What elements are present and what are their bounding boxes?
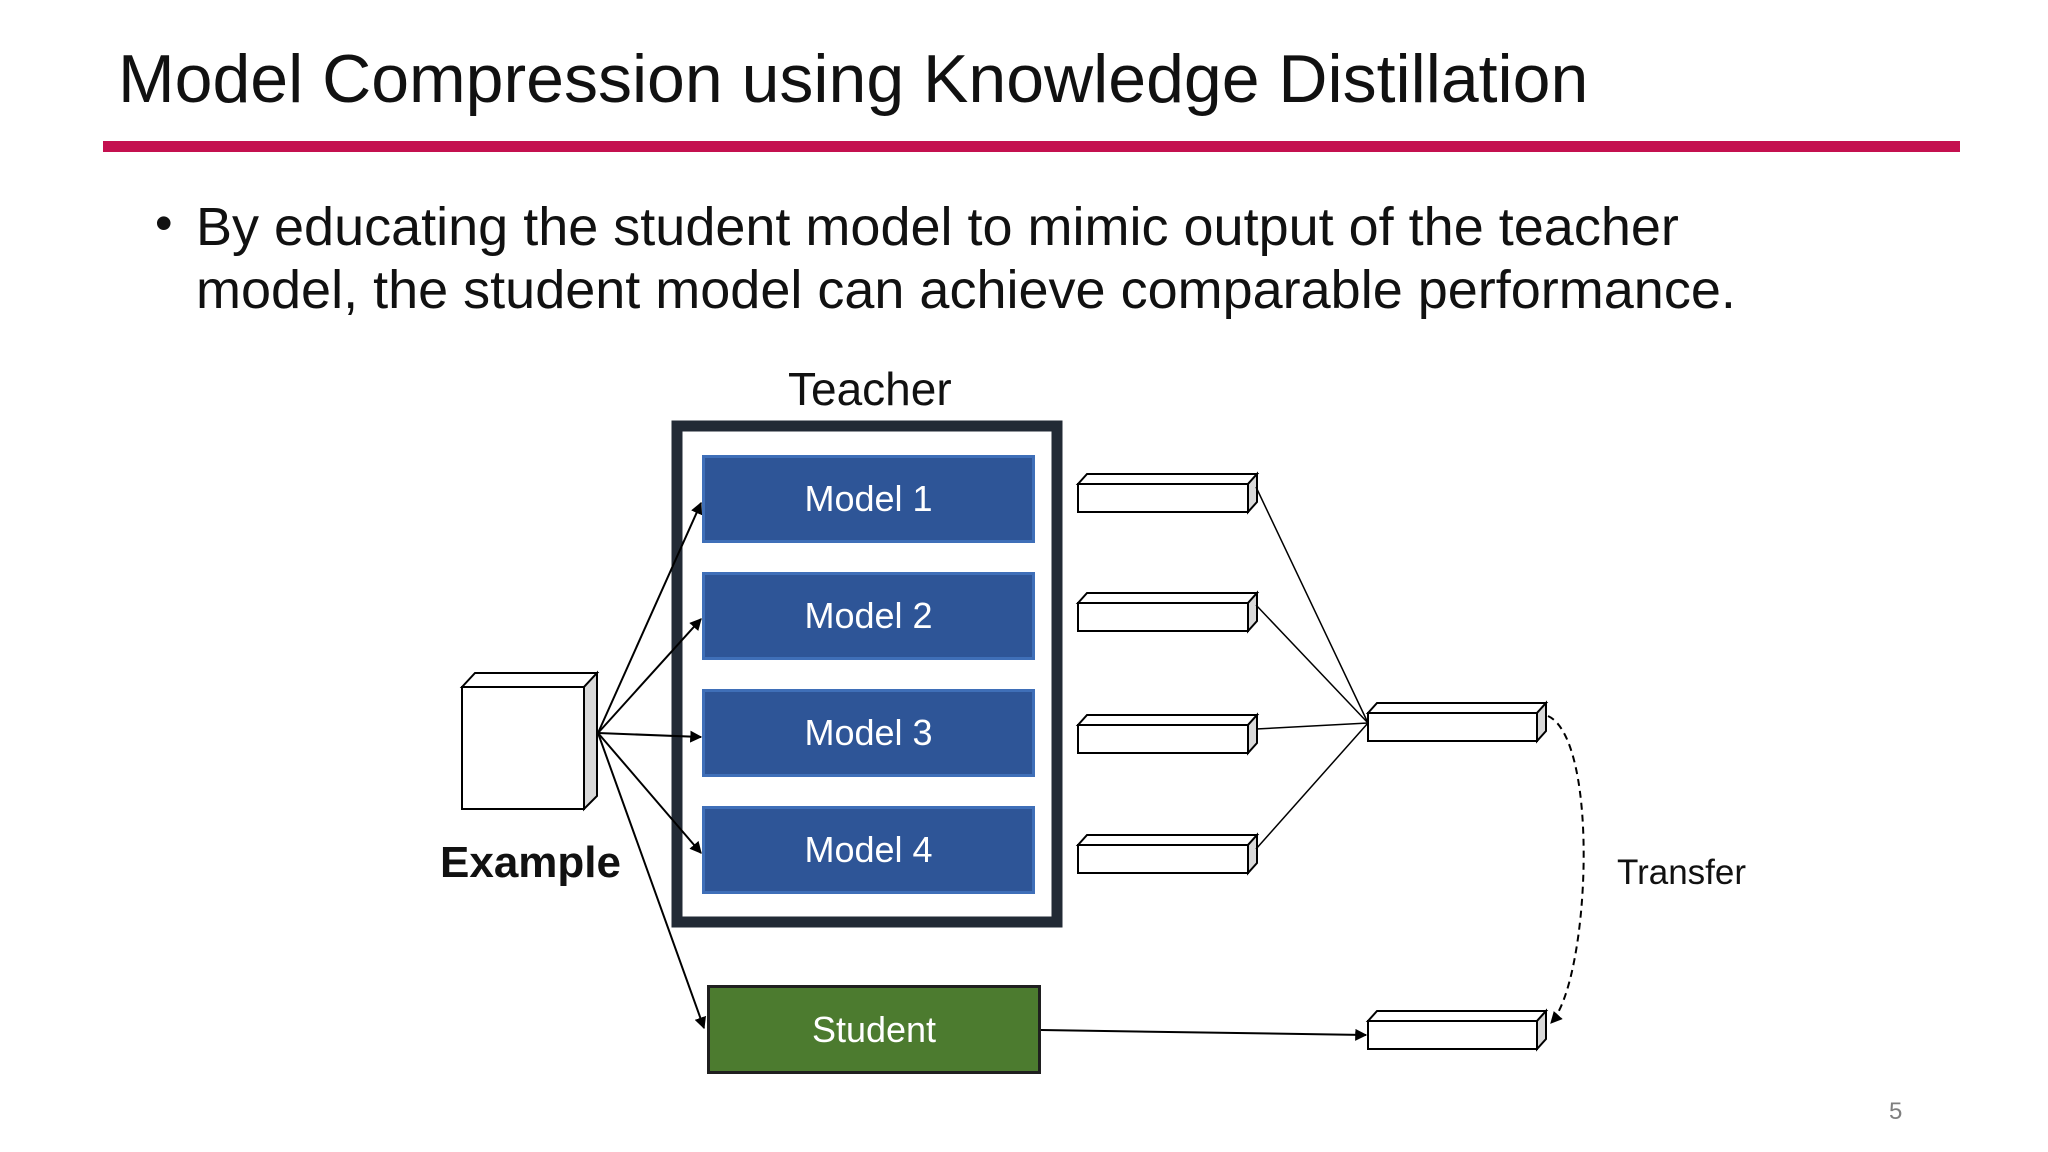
model-box-3: Model 3 (702, 689, 1035, 777)
output-bar-1 (1075, 471, 1260, 515)
ensemble-output-bar (1365, 700, 1549, 744)
example-label: Example (440, 838, 621, 887)
title-underline (103, 141, 1960, 152)
teacher-frame (671, 420, 1063, 928)
model-box-4: Model 4 (702, 806, 1035, 894)
bullet-line-2: model, the student model can achieve com… (196, 260, 1736, 320)
bullet-text: By educating the student model to mimic … (196, 196, 1896, 322)
output-bar-4 (1075, 832, 1260, 876)
page-number: 5 (1889, 1098, 1903, 1125)
bullet-line-1: By educating the student model to mimic … (196, 197, 1679, 257)
student-box: Student (707, 985, 1041, 1074)
student-output-bar (1365, 1008, 1549, 1052)
output-bar-2 (1075, 590, 1260, 634)
teacher-output-bars (1075, 471, 1260, 876)
transfer-label: Transfer (1617, 853, 1747, 892)
example-cube-icon (459, 670, 600, 812)
bullet-icon: • (155, 195, 173, 251)
student-output-arrow (1040, 1028, 1368, 1041)
teacher-label: Teacher (788, 363, 952, 415)
input-arrows (597, 501, 706, 1030)
output-bar-3 (1075, 712, 1260, 756)
model-box-1: Model 1 (702, 455, 1035, 543)
transfer-arrow (1547, 715, 1585, 1024)
ensemble-lines (1255, 486, 1369, 850)
slide-title: Model Compression using Knowledge Distil… (118, 41, 1589, 117)
model-box-2: Model 2 (702, 572, 1035, 660)
